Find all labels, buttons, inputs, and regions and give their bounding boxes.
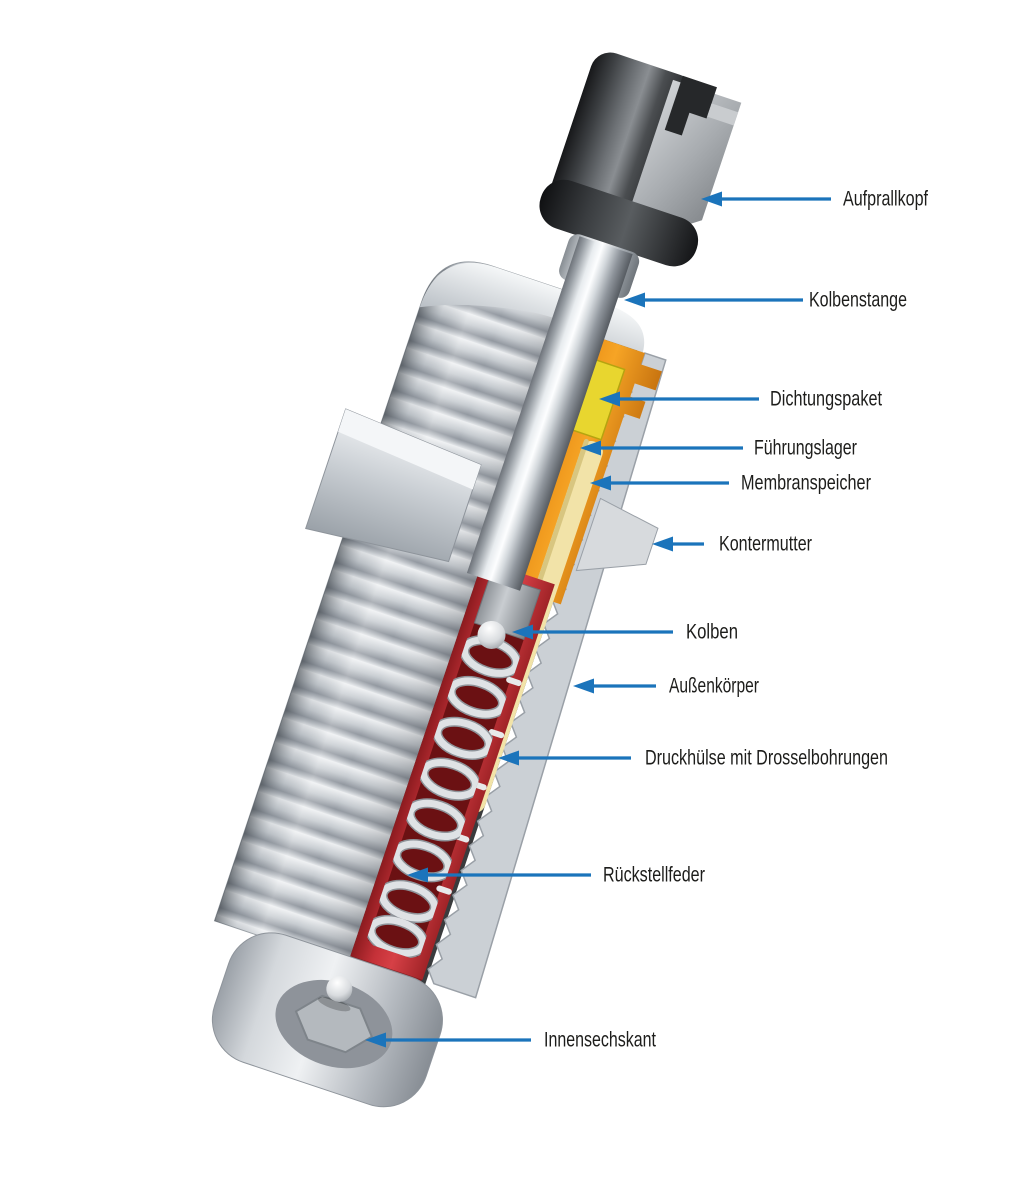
throttle-bore xyxy=(506,676,522,687)
callout-rueckstellfeder: Rückstellfeder xyxy=(407,864,705,887)
outer-body-shading xyxy=(214,261,575,966)
arrow-icon xyxy=(599,391,620,407)
piston-ball xyxy=(477,620,506,649)
outer-body xyxy=(213,261,645,967)
callout-aussenkoerper: Außenkörper xyxy=(573,675,759,698)
callout-kolben: Kolben xyxy=(512,621,738,644)
shock-absorber-illustration xyxy=(211,52,742,1108)
head-ledge xyxy=(707,103,739,126)
part-label: Außenkörper xyxy=(669,675,759,698)
part-label: Rückstellfeder xyxy=(603,864,705,887)
arrow-icon xyxy=(407,867,428,883)
callouts: Aufprallkopf Kolbenstange Dichtungspaket… xyxy=(365,188,928,1052)
throttle-bore xyxy=(488,729,505,739)
part-label: Innensechskant xyxy=(544,1029,656,1052)
head-flange xyxy=(539,179,699,267)
lock-nut-facet xyxy=(338,409,481,490)
callout-innensechskant: Innensechskant xyxy=(365,1029,656,1052)
hex-socket xyxy=(294,994,374,1054)
callout-kolbenstange: Kolbenstange xyxy=(624,289,907,312)
bottom-cap xyxy=(211,932,443,1108)
arrow-icon xyxy=(498,750,519,766)
part-label: Membranspeicher xyxy=(741,472,871,495)
arrow-icon xyxy=(580,440,601,456)
callout-kontermutter: Kontermutter xyxy=(652,533,812,556)
head-notch xyxy=(664,75,717,136)
impact-head xyxy=(539,52,742,267)
part-label: Druckhülse mit Drosselbohrungen xyxy=(645,747,888,770)
rod-shaft xyxy=(466,236,633,591)
piston-rod xyxy=(466,234,640,591)
arrow-icon xyxy=(701,191,722,207)
callout-aufprallkopf: Aufprallkopf xyxy=(701,188,928,211)
arrow-icon xyxy=(624,292,645,308)
lock-nut-right xyxy=(575,497,659,572)
part-label: Kolben xyxy=(686,621,738,644)
arrow-icon xyxy=(365,1032,386,1048)
return-spring xyxy=(365,635,522,959)
callout-membranspeicher: Membranspeicher xyxy=(590,472,871,495)
part-label: Kolbenstange xyxy=(809,289,907,312)
part-label: Aufprallkopf xyxy=(843,188,928,211)
lock-nut xyxy=(305,408,659,572)
part-label: Dichtungspaket xyxy=(770,388,882,411)
part-label: Kontermutter xyxy=(719,533,812,556)
arrow-icon xyxy=(573,678,594,694)
callout-fuehrungslager: Führungslager xyxy=(580,437,857,460)
ball-shadow xyxy=(318,996,351,1012)
head-cut-face xyxy=(629,79,742,239)
part-label: Führungslager xyxy=(754,437,857,460)
outer-body-dome xyxy=(419,262,645,374)
arrow-icon xyxy=(590,475,611,491)
callout-dichtungspaket: Dichtungspaket xyxy=(599,388,882,411)
arrow-icon xyxy=(512,624,533,640)
throttle-bore xyxy=(436,885,452,895)
callout-druckhuelse: Druckhülse mit Drosselbohrungen xyxy=(498,747,888,770)
arrow-icon xyxy=(652,536,673,552)
check-ball xyxy=(326,975,353,1002)
